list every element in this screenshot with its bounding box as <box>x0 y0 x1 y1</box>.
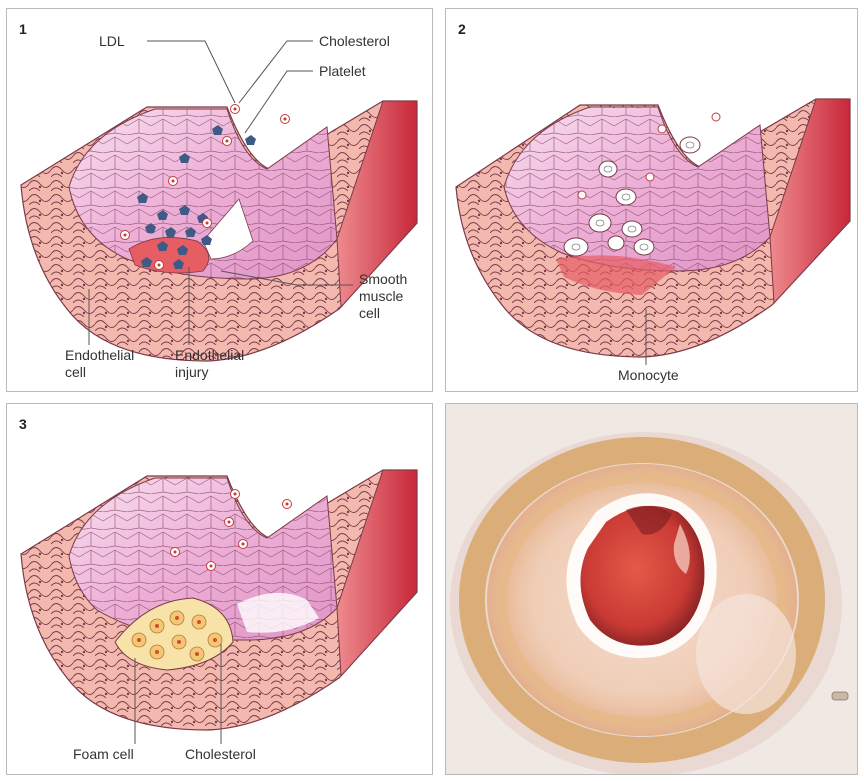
panel-3-foam-cells: 3 Foam cell Cholesterol <box>6 403 433 775</box>
label-foam-cell: Foam cell <box>73 746 134 763</box>
label-endothelial-injury: Endothelial injury <box>175 347 244 381</box>
artery-cross-section-image <box>446 404 858 775</box>
artery-illustration <box>7 404 434 776</box>
label-smooth-muscle-cell: Smooth muscle cell <box>359 271 407 322</box>
label-ldl: LDL <box>99 33 125 50</box>
artery-illustration <box>7 9 434 393</box>
label-cholesterol: Cholesterol <box>185 746 256 763</box>
label-monocyte: Monocyte <box>618 367 679 384</box>
panel-1-endothelial-injury: 1 <box>6 8 433 392</box>
label-cholesterol: Cholesterol <box>319 33 390 50</box>
label-platelet: Platelet <box>319 63 366 80</box>
artery-illustration <box>446 9 859 393</box>
panel-2-monocyte-adhesion: 2 Monocyte <box>445 8 858 392</box>
label-endothelial-cell: Endothelial cell <box>65 347 134 381</box>
histology-micrograph <box>445 403 858 775</box>
